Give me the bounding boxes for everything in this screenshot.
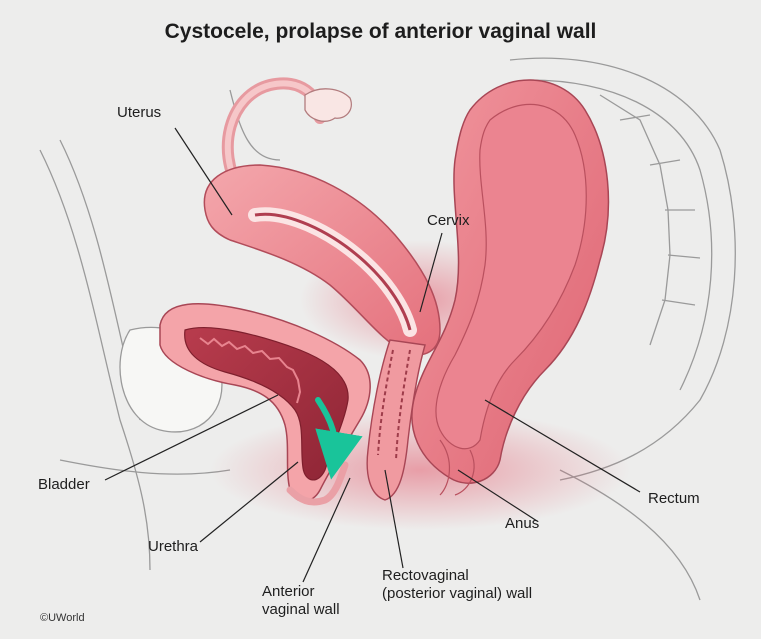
label-bladder: Bladder: [38, 476, 90, 493]
label-urethra: Urethra: [148, 538, 199, 555]
label-uterus: Uterus: [117, 104, 162, 121]
prolapse-arrow: [315, 397, 363, 480]
uterus-shape: [203, 164, 441, 356]
label-rectovaginal-wall: Rectovaginal (posterior vaginal) wall: [382, 567, 533, 602]
copyright-credit: ©UWorld: [40, 612, 85, 624]
leader-lines: [104, 127, 641, 583]
label-anus: Anus: [505, 515, 540, 532]
label-anterior-vaginal-wall: Anterior vaginal wall: [262, 583, 340, 618]
vaginal-canal: [366, 339, 426, 501]
diagram-title: Cystocele, prolapse of anterior vaginal …: [164, 20, 597, 43]
label-cervix: Cervix: [427, 212, 470, 229]
rectum-shape: [411, 79, 610, 496]
fallopian-tube: [221, 77, 352, 196]
label-rectum: Rectum: [648, 490, 700, 507]
